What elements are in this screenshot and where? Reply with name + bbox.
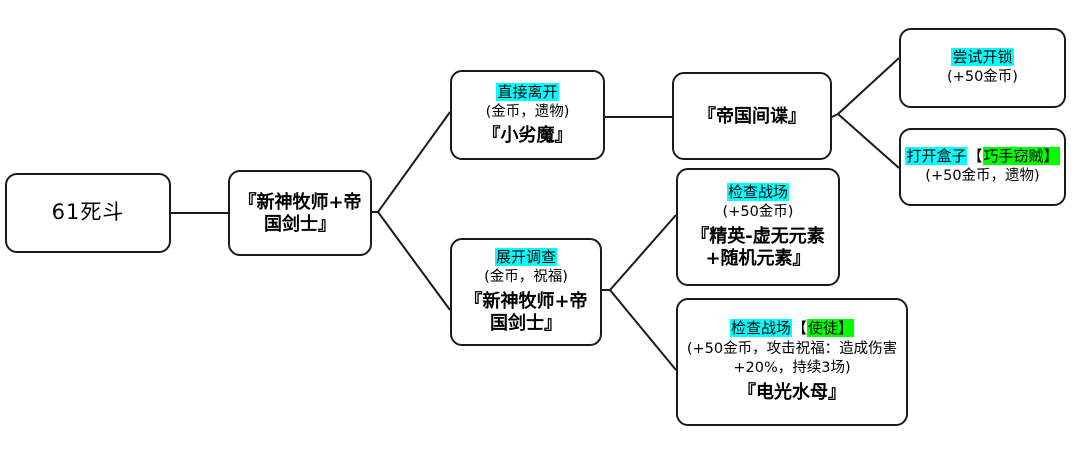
edge-start-to-investigate bbox=[377, 211, 451, 311]
check-field-apostle-title-text: 检查战场 bbox=[729, 319, 792, 338]
edge-start-to-leave bbox=[377, 111, 451, 213]
check-field-elite-result: 『精英-虚无元素+随机元素』 bbox=[691, 225, 825, 270]
edge-investigate-to-apostle bbox=[609, 289, 677, 371]
leave-directly-result: 『小劣魔』 bbox=[482, 124, 573, 146]
investigate-title: 展开调查 bbox=[494, 248, 557, 267]
try-unlock-title-text: 尝试开锁 bbox=[951, 47, 1014, 66]
root-label: 61死斗 bbox=[51, 200, 125, 225]
node-start-encounter[interactable]: 『新神牧师+帝国剑士』 bbox=[228, 170, 372, 256]
investigate-title-text: 展开调查 bbox=[494, 248, 557, 267]
node-check-field-apostle[interactable]: 检查战场【使徒】 (+50金币，攻击祝福：造成伤害+20%，持续3场) 『电光水… bbox=[676, 298, 908, 426]
leave-directly-reward: (金币，遗物) bbox=[485, 103, 570, 120]
node-empire-spy[interactable]: 『帝国间谍』 bbox=[672, 72, 832, 160]
investigate-reward: (金币，祝福) bbox=[484, 269, 568, 286]
try-unlock-title: 尝试开锁 bbox=[951, 47, 1014, 66]
check-field-apostle-bracket: 【 bbox=[791, 319, 807, 338]
check-field-apostle-reward: (+50金币，攻击祝福：造成伤害+20%，持续3场) bbox=[686, 341, 898, 377]
edge-spy-to-openbox bbox=[837, 113, 900, 169]
edge-spy-to-unlock bbox=[837, 57, 900, 115]
open-box-title: 打开盒子【巧手窃贼】 bbox=[905, 146, 1060, 165]
edge-investigate-to-elite bbox=[609, 214, 677, 291]
open-box-bracket: 【 bbox=[967, 146, 983, 165]
empire-spy-label: 『帝国间谍』 bbox=[698, 105, 806, 127]
check-field-elite-reward: (+50金币) bbox=[722, 204, 794, 221]
leave-directly-title-text: 直接离开 bbox=[496, 82, 559, 101]
leave-directly-title: 直接离开 bbox=[496, 82, 559, 101]
open-box-title-text: 打开盒子 bbox=[905, 146, 968, 165]
check-field-apostle-result: 『电光水母』 bbox=[738, 382, 846, 404]
check-field-elite-title: 检查战场 bbox=[726, 183, 789, 202]
try-unlock-reward: (+50金币) bbox=[947, 68, 1018, 85]
node-try-unlock[interactable]: 尝试开锁 (+50金币) bbox=[899, 28, 1066, 108]
start-encounter-label: 『新神牧师+帝国剑士』 bbox=[238, 191, 362, 236]
node-check-field-elite[interactable]: 检查战场 (+50金币) 『精英-虚无元素+随机元素』 bbox=[676, 168, 840, 286]
edge-spy-to-branch bbox=[831, 113, 839, 118]
check-field-apostle-title: 检查战场【使徒】 bbox=[729, 319, 855, 338]
node-leave-directly[interactable]: 直接离开 (金币，遗物) 『小劣魔』 bbox=[450, 70, 605, 160]
open-box-reward: (+50金币，遗物) bbox=[925, 167, 1040, 184]
open-box-tag: 巧手窃贼】 bbox=[982, 146, 1060, 165]
investigate-result: 『新神牧师+帝国剑士』 bbox=[464, 290, 588, 335]
node-open-box[interactable]: 打开盒子【巧手窃贼】 (+50金币，遗物) bbox=[899, 128, 1066, 206]
node-investigate[interactable]: 展开调查 (金币，祝福) 『新神牧师+帝国剑士』 bbox=[450, 238, 602, 346]
check-field-elite-title-text: 检查战场 bbox=[726, 183, 789, 202]
check-field-apostle-tag: 使徒】 bbox=[807, 319, 855, 338]
node-root[interactable]: 61死斗 bbox=[5, 173, 171, 253]
